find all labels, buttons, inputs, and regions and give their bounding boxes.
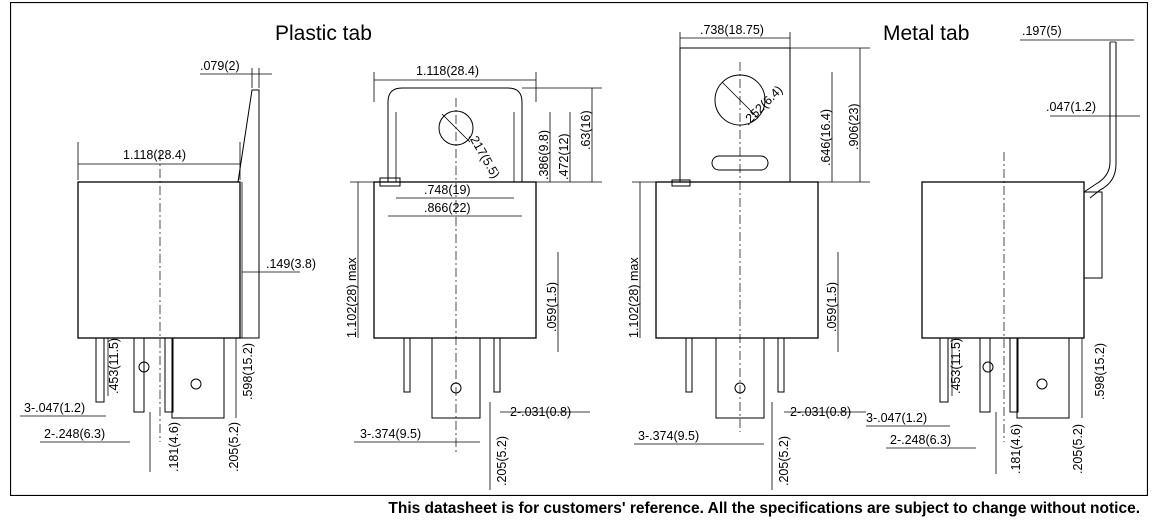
terminal-thickness-label: 2-.031(0.8): [510, 405, 571, 419]
relay-dimension-drawing: Plastic tab Metal tab 1.118(28.4) .079(2…: [10, 2, 1148, 496]
plastic-side-view: 1.118(28.4) .079(2) .149(3.8) .453(11.5)…: [20, 59, 316, 472]
body-height-label: 1.102(28) max: [627, 257, 641, 338]
plastic-tab-title: Plastic tab: [275, 22, 372, 45]
height-646-label: .646(16.4): [819, 109, 833, 166]
tab-width-label: .738(18.75): [700, 23, 764, 37]
step-label: .059(1.5): [545, 282, 559, 332]
height-472-label: .472(12): [557, 133, 571, 180]
relay-body: [655, 181, 819, 339]
metal-front-view: .252(6.4) .738(18.75) .646(16.4) .906(23…: [627, 23, 870, 490]
metal-side-view: .197(5) .047(1.2) .453(11.5) .598(15.2) …: [866, 24, 1140, 474]
body-height-label: 1.102(28) max: [345, 257, 359, 338]
terminal-height-label: .598(15.2): [241, 343, 255, 400]
outer-width-label: .866(22): [424, 201, 471, 215]
metal-tab-title: Metal tab: [883, 22, 969, 45]
terminal-spacing-label: .205(5.2): [495, 436, 509, 486]
pin-height-label: .453(11.5): [107, 338, 121, 394]
plastic-tab: [237, 89, 260, 339]
pin-width-label: 2-.248(6.3): [890, 433, 951, 447]
inner-width-label: .748(19): [424, 183, 471, 197]
terminal-spacing-label: .205(5.2): [227, 422, 241, 472]
tab-thickness-label: .047(1.2): [1046, 100, 1096, 114]
step-label: .059(1.5): [825, 282, 839, 332]
height-906-label: .906(23): [847, 103, 861, 150]
terminal-height-label: .598(15.2): [1093, 343, 1107, 400]
terminal-width-label: 3-.374(9.5): [360, 427, 421, 441]
pin-width-label: 2-.248(6.3): [44, 427, 105, 441]
pin-spacing-label: .181(4.6): [167, 422, 181, 472]
pin-thickness-label: 3-.047(1.2): [866, 411, 927, 425]
terminal-spacing-label: .205(5.2): [777, 436, 791, 486]
width-label: 1.118(28.4): [123, 148, 186, 162]
pin-spacing-label: .181(4.6): [1009, 424, 1023, 474]
width-label: 1.118(28.4): [416, 64, 479, 78]
pin-thickness-label: 3-.047(1.2): [24, 401, 85, 415]
disclaimer-footer: This datasheet is for customers' referen…: [388, 500, 1140, 517]
terminal-thickness-label: 2-.031(0.8): [790, 405, 851, 419]
height-63-label: .63(16): [579, 110, 593, 150]
relay-body: [921, 181, 1085, 339]
tab-width-label: .197(5): [1022, 24, 1062, 38]
metal-tab: [679, 47, 791, 183]
height-386-label: .386(9.8): [537, 130, 551, 180]
terminal-spacing-label: .205(5.2): [1071, 424, 1085, 474]
plastic-front-view: .217(5.5) 1.118(28.4) .748(19) .866(22) …: [345, 64, 602, 490]
offset-label: .149(3.8): [266, 257, 316, 271]
terminal-width-label: 3-.374(9.5): [638, 429, 699, 443]
relay-body: [77, 181, 241, 339]
pin-height-label: .453(11.5): [949, 338, 963, 394]
metal-tab: [1083, 42, 1111, 193]
tab-thickness-label: .079(2): [200, 59, 240, 73]
plastic-bracket: [387, 87, 523, 182]
